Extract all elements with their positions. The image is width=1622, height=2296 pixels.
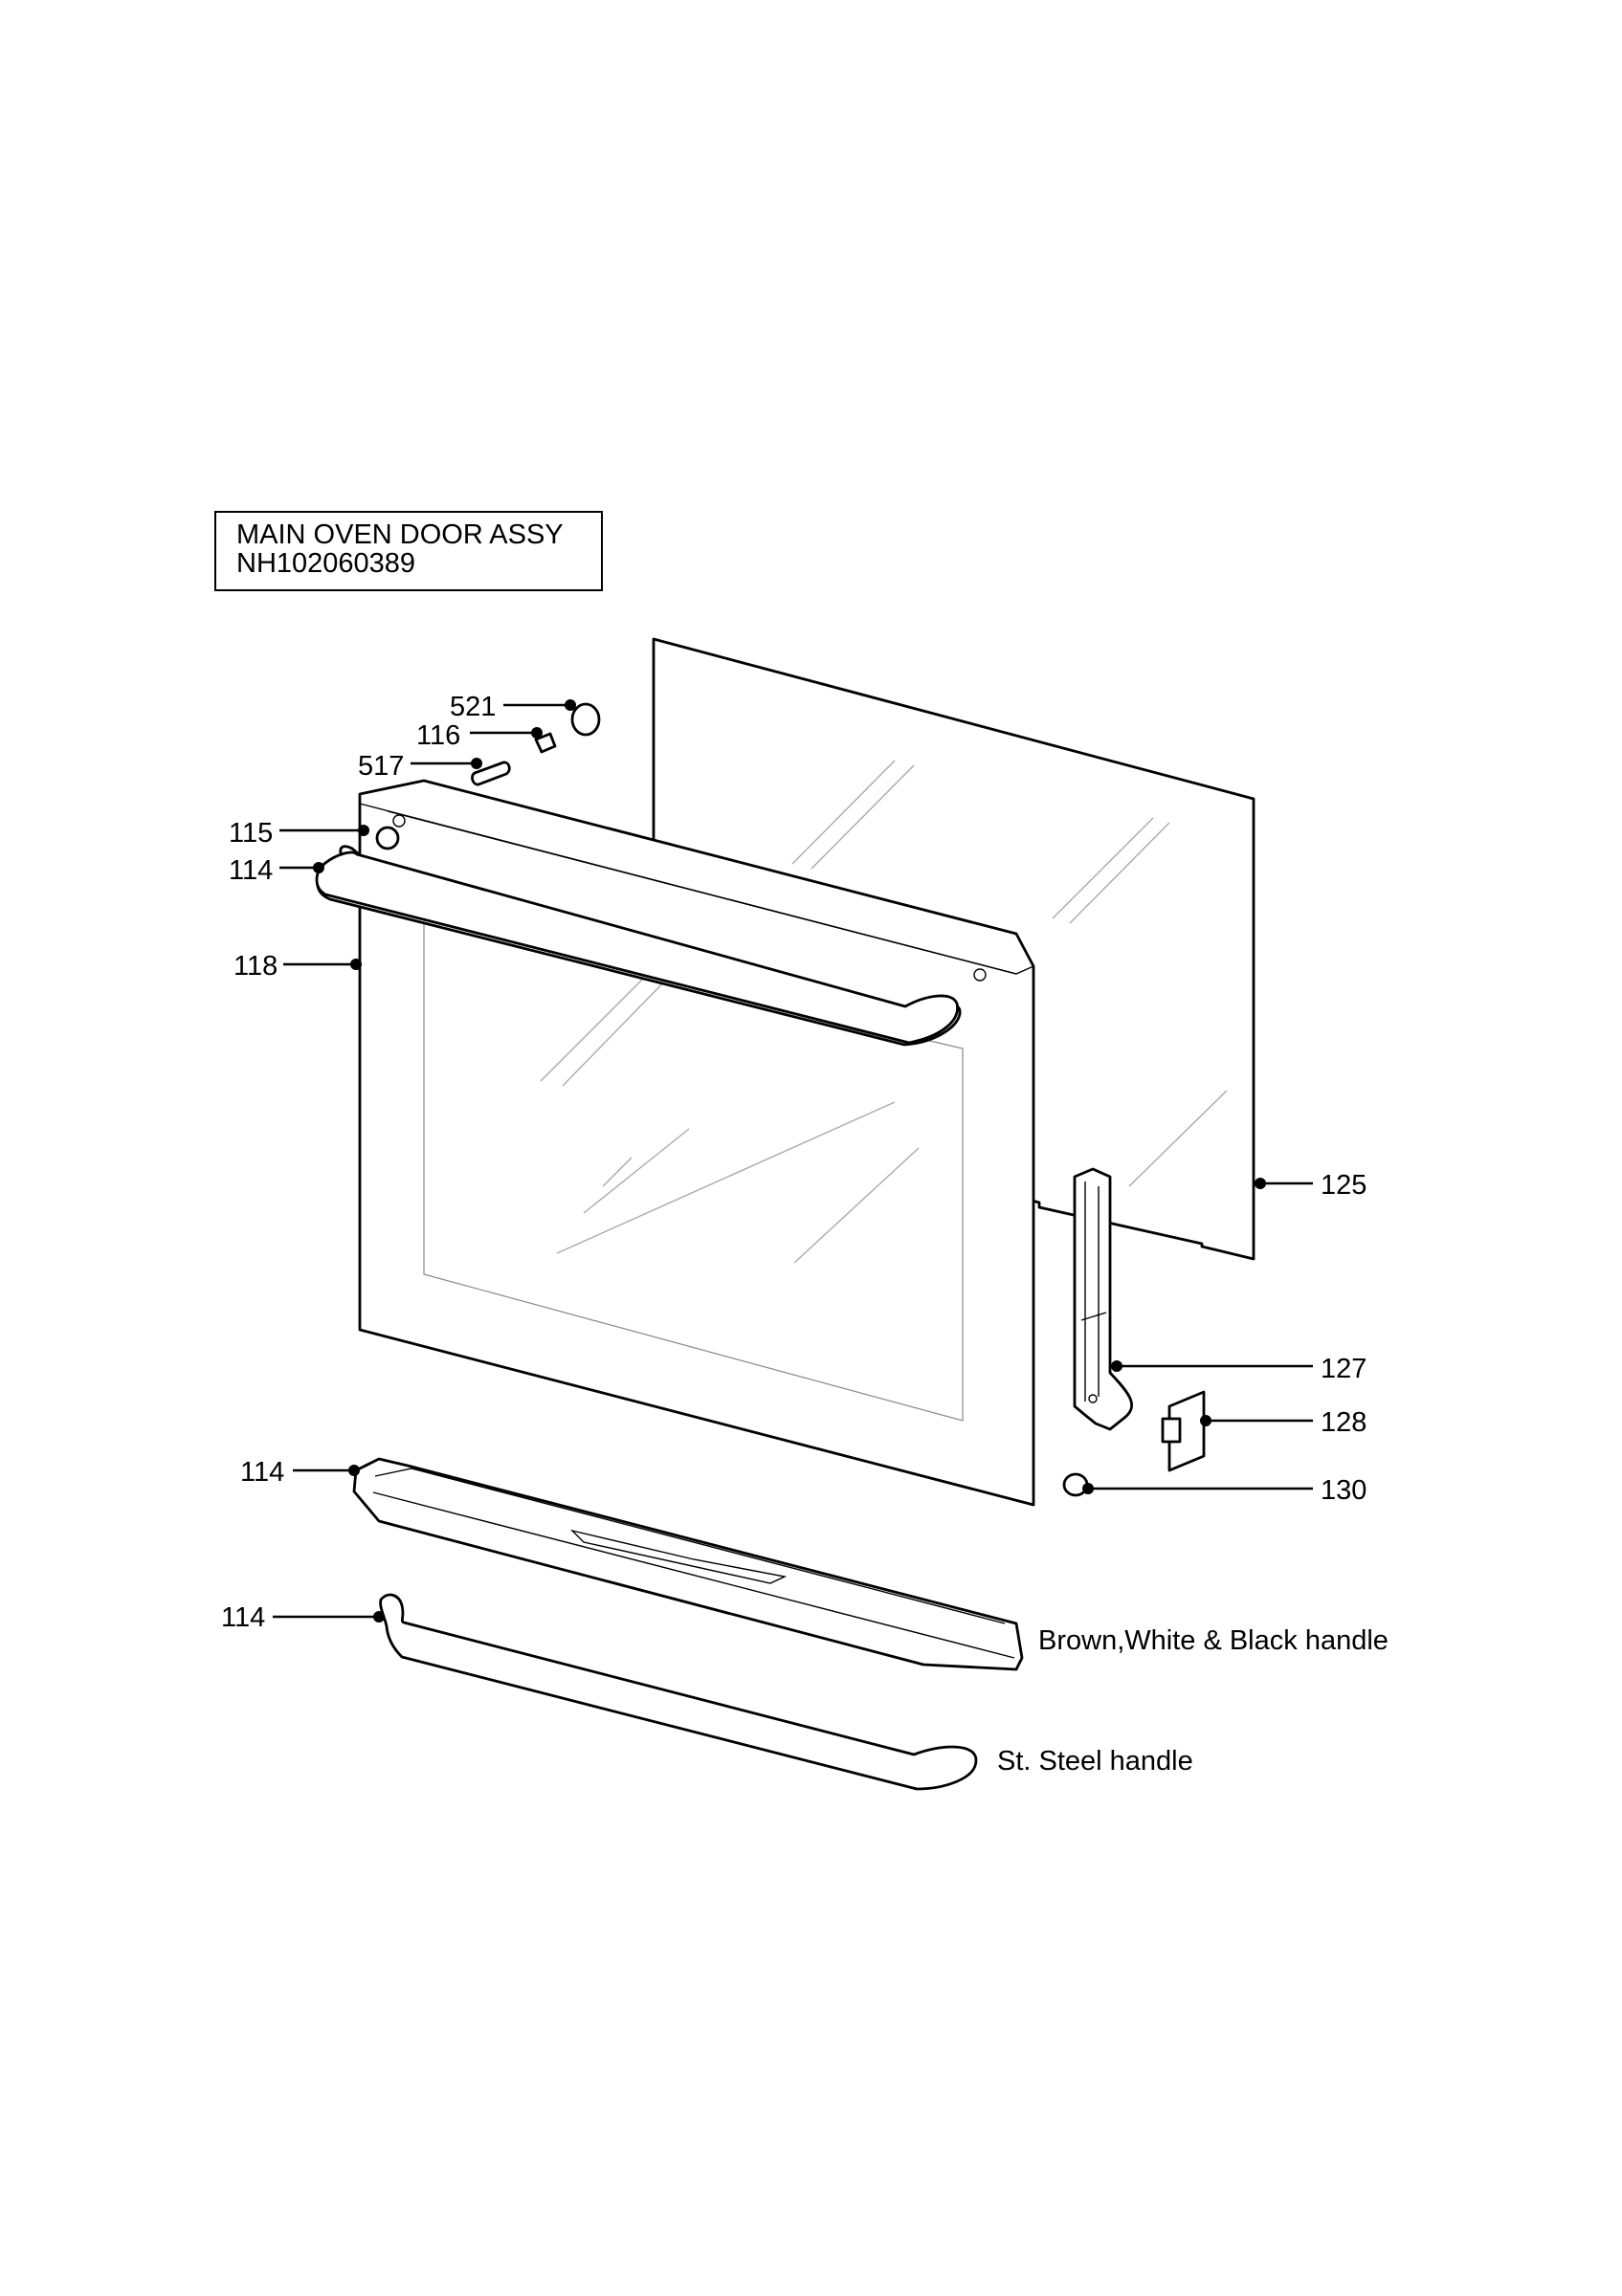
callout-130: 130 — [1321, 1475, 1366, 1506]
bottom-trim — [352, 1457, 1024, 1671]
leaders — [273, 699, 1313, 1623]
hinge — [1073, 1167, 1134, 1431]
callout-125: 125 — [1321, 1170, 1366, 1201]
callout-114-trim: 114 — [240, 1457, 284, 1488]
callout-517: 517 — [358, 751, 404, 782]
title-box: MAIN OVEN DOOR ASSY NH102060389 — [214, 511, 603, 591]
steel-handle — [379, 1593, 978, 1791]
door-fittings — [375, 702, 601, 850]
assembly-title: MAIN OVEN DOOR ASSY — [236, 519, 564, 550]
callout-114-handle: 114 — [221, 1602, 265, 1633]
note-steel-handle: St. Steel handle — [997, 1746, 1193, 1777]
hinge-receiver — [1167, 1390, 1206, 1472]
callout-118: 118 — [233, 951, 278, 982]
callout-115: 115 — [229, 818, 273, 849]
callout-114-top: 114 — [229, 855, 273, 886]
callout-127: 127 — [1321, 1354, 1366, 1384]
note-trim-handle: Brown,White & Black handle — [1038, 1625, 1389, 1656]
callout-116: 116 — [416, 720, 460, 751]
part-number: NH102060389 — [236, 548, 416, 579]
callout-128: 128 — [1321, 1407, 1366, 1438]
callout-521: 521 — [450, 692, 496, 722]
